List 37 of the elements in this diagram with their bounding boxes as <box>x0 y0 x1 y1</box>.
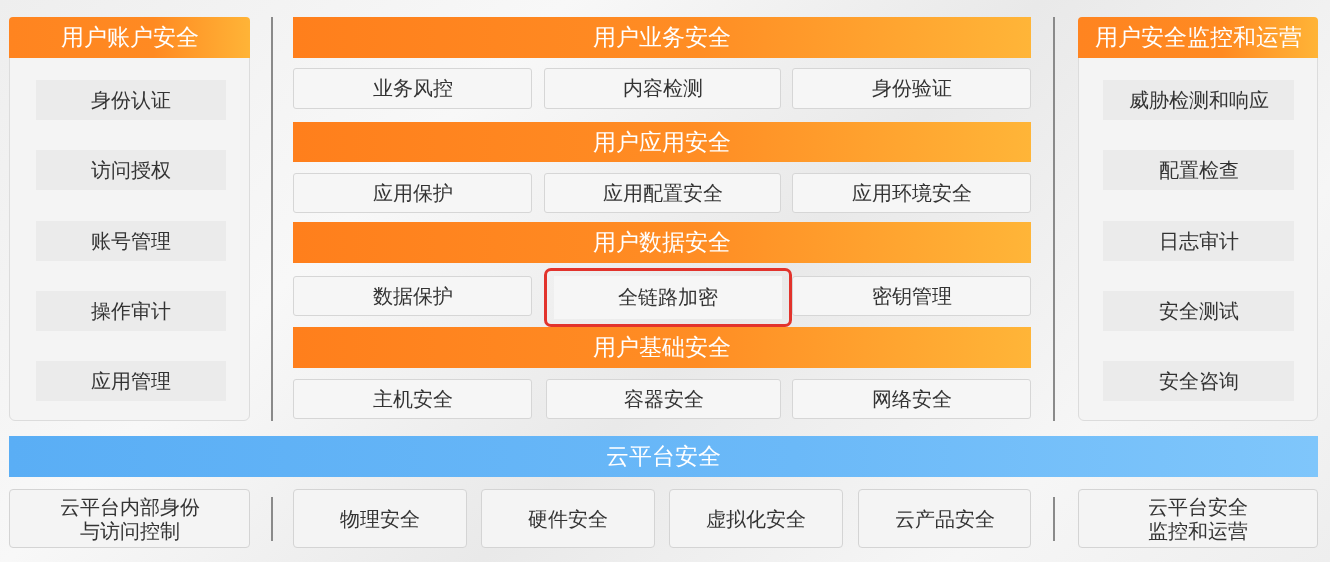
feature-tile: 应用配置安全 <box>544 173 781 213</box>
feature-tile: 物理安全 <box>293 489 467 548</box>
feature-tile: 主机安全 <box>293 379 532 419</box>
platform-header-band: 云平台安全 <box>9 436 1318 477</box>
section-header-band: 用户业务安全 <box>293 17 1031 58</box>
feature-tile: 云平台安全监控和运营 <box>1078 489 1318 548</box>
feature-tile: 安全咨询 <box>1103 361 1294 401</box>
security-panel <box>1078 17 1318 421</box>
feature-tile: 云产品安全 <box>858 489 1031 548</box>
section-header-band: 用户基础安全 <box>293 327 1031 368</box>
feature-tile: 容器安全 <box>546 379 781 419</box>
section-header-band: 用户应用安全 <box>293 122 1031 162</box>
feature-tile: 操作审计 <box>36 291 226 331</box>
feature-tile: 安全测试 <box>1103 291 1294 331</box>
feature-tile: 威胁检测和响应 <box>1103 80 1294 120</box>
section-header-band: 用户数据安全 <box>293 222 1031 263</box>
feature-tile: 云平台内部身份与访问控制 <box>9 489 250 548</box>
feature-tile: 应用环境安全 <box>792 173 1031 213</box>
feature-tile: 应用保护 <box>293 173 532 213</box>
panel-header: 用户安全监控和运营 <box>1078 17 1318 58</box>
feature-tile: 网络安全 <box>792 379 1031 419</box>
feature-tile: 密钥管理 <box>792 276 1031 316</box>
highlighted-feature-tile: 全链路加密 <box>544 268 792 327</box>
feature-tile: 虚拟化安全 <box>669 489 843 548</box>
feature-tile: 日志审计 <box>1103 221 1294 261</box>
feature-tile: 访问授权 <box>36 150 226 190</box>
feature-tile: 硬件安全 <box>481 489 655 548</box>
feature-tile: 应用管理 <box>36 361 226 401</box>
feature-tile: 身份验证 <box>792 68 1031 109</box>
panel-header: 用户账户安全 <box>9 17 250 58</box>
feature-tile: 身份认证 <box>36 80 226 120</box>
feature-tile: 账号管理 <box>36 221 226 261</box>
feature-tile: 业务风控 <box>293 68 532 109</box>
feature-tile: 数据保护 <box>293 276 532 316</box>
feature-tile: 内容检测 <box>544 68 781 109</box>
feature-tile: 配置检查 <box>1103 150 1294 190</box>
security-panel <box>9 17 250 421</box>
